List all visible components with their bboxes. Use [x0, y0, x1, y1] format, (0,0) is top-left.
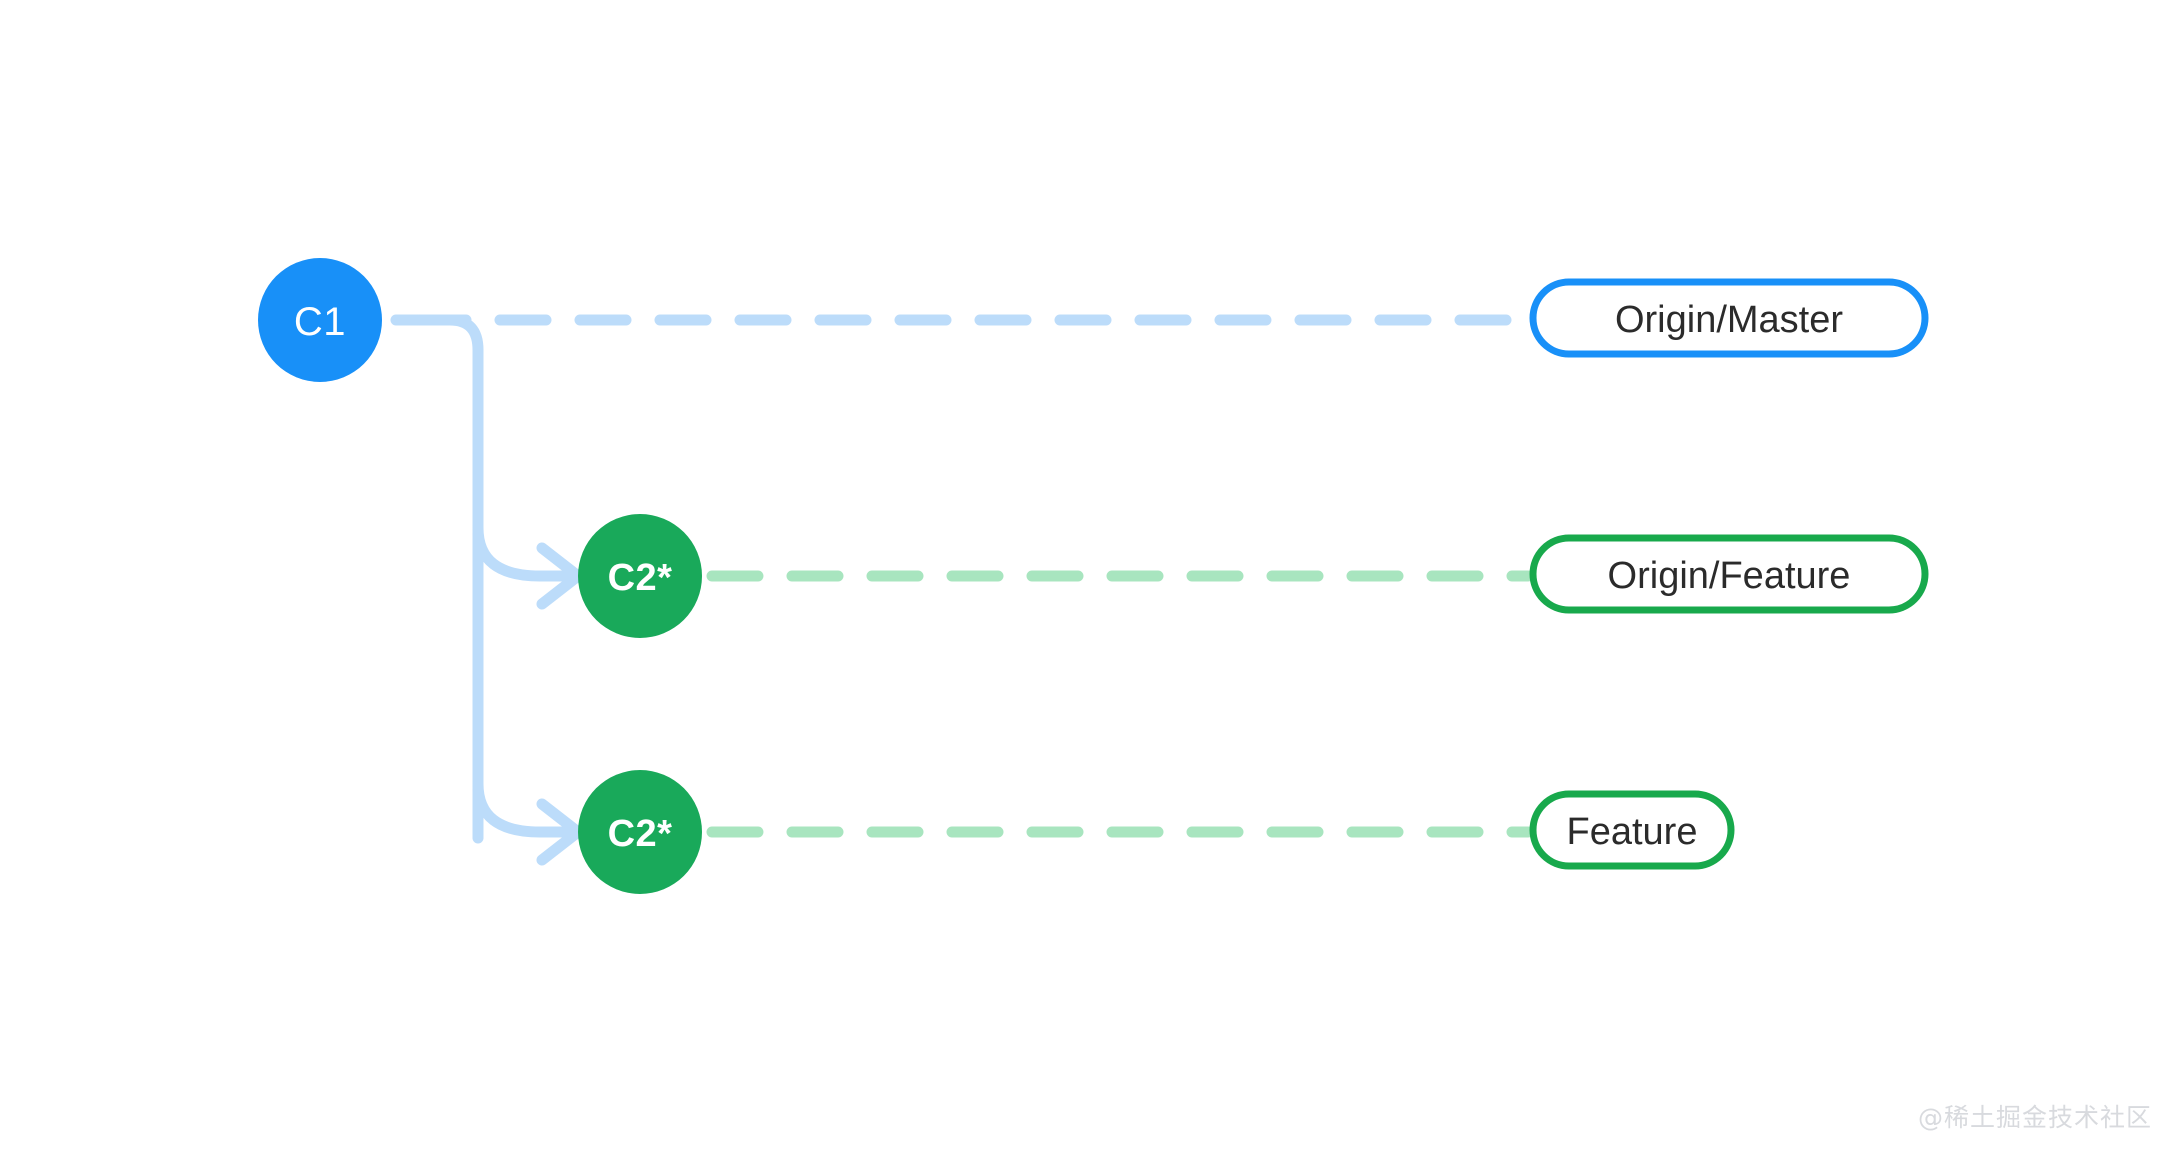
connector-branch-feature [472, 778, 584, 838]
dashed-link-group [414, 314, 1534, 838]
branch-tag-origin-master-box[interactable] [1529, 278, 1929, 358]
commit-node-c2-origin-feature[interactable]: C2* [578, 514, 702, 638]
commit-circle-c1[interactable] [258, 258, 382, 382]
branch-tag-feature-box[interactable] [1529, 790, 1735, 870]
branch-tag-feature[interactable]: Feature [1529, 790, 1735, 870]
connector-group [390, 314, 584, 866]
watermark: @稀土掘金技术社区 [1917, 1103, 2152, 1132]
commit-label-c2-origin-feature: C2* [608, 557, 673, 599]
branch-tag-origin-master-label: Origin/Master [1615, 299, 1843, 341]
commit-node-c1[interactable]: C1 [258, 258, 382, 382]
connector-trunk [444, 314, 484, 844]
branch-tag-origin-feature[interactable]: Origin/Feature [1529, 534, 1929, 614]
branch-tag-origin-feature-box[interactable] [1529, 534, 1929, 614]
commit-node-c2-feature[interactable]: C2* [578, 770, 702, 894]
commit-label-c2-feature: C2* [608, 813, 673, 855]
branch-tag-feature-label: Feature [1567, 811, 1698, 853]
commit-label-c1: C1 [294, 300, 346, 344]
branch-tag-origin-feature-label: Origin/Feature [1608, 555, 1851, 597]
connector-branch-origin-feature [472, 522, 584, 582]
commit-circle-c2-origin-feature[interactable] [578, 514, 702, 638]
branch-tag-origin-master[interactable]: Origin/Master [1529, 278, 1929, 358]
commit-circle-c2-feature[interactable] [578, 770, 702, 894]
